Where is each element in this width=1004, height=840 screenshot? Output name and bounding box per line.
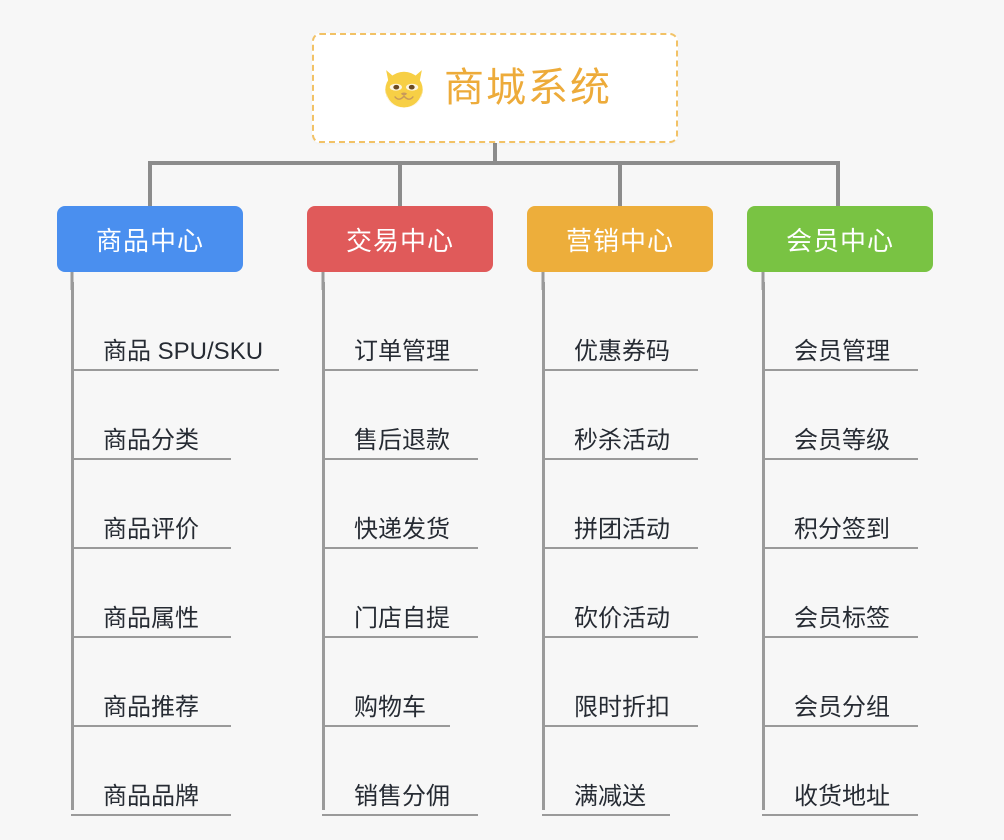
leaf-spine: [71, 282, 74, 810]
leaf-item[interactable]: 优惠券码: [542, 282, 698, 371]
leaf-item[interactable]: 订单管理: [322, 282, 478, 371]
leaf-item-label: 快递发货: [354, 515, 450, 543]
leaf-item[interactable]: 快递发货: [322, 460, 478, 549]
leaf-item[interactable]: 售后退款: [322, 371, 478, 460]
leaf-item[interactable]: 销售分佣: [322, 727, 478, 816]
leaf-item-label: 积分签到: [794, 515, 890, 543]
leaf-item[interactable]: 会员标签: [762, 549, 918, 638]
leaf-item-label: 商品推荐: [103, 693, 199, 721]
leaf-item[interactable]: 商品分类: [71, 371, 231, 460]
leaf-item-label: 秒杀活动: [574, 426, 670, 454]
leaf-item-label: 限时折扣: [574, 693, 670, 721]
category-header-label: 营销中心: [565, 225, 674, 256]
leaf-item-label: 优惠券码: [574, 337, 670, 365]
leaf-item-label: 购物车: [354, 693, 426, 721]
category-header-1[interactable]: 交易中心: [307, 206, 493, 272]
leaf-item-label: 商品属性: [103, 604, 199, 632]
root-node[interactable]: 商城系统: [312, 33, 678, 143]
leaf-item[interactable]: 砍价活动: [542, 549, 698, 638]
leaf-item[interactable]: 商品品牌: [71, 727, 231, 816]
category-header-2[interactable]: 营销中心: [527, 206, 713, 272]
leaf-spine: [762, 282, 765, 810]
leaf-item[interactable]: 商品评价: [71, 460, 231, 549]
leaf-spine: [322, 282, 325, 810]
category-header-0[interactable]: 商品中心: [57, 206, 243, 272]
leaf-item[interactable]: 购物车: [322, 638, 450, 727]
leaf-item-label: 商品分类: [103, 426, 199, 454]
leaf-item-label: 拼团活动: [574, 515, 670, 543]
leaf-item-label: 会员管理: [794, 337, 890, 365]
leaf-item[interactable]: 满减送: [542, 727, 670, 816]
category-header-3[interactable]: 会员中心: [747, 206, 933, 272]
leaf-item[interactable]: 会员等级: [762, 371, 918, 460]
leaf-spine: [542, 282, 545, 810]
leaf-item-label: 商品评价: [103, 515, 199, 543]
leaf-item-label: 满减送: [574, 782, 646, 810]
shiba-dog-face-icon: [385, 70, 423, 110]
leaf-item[interactable]: 商品 SPU/SKU: [71, 282, 279, 371]
leaf-item-label: 砍价活动: [574, 604, 670, 632]
leaf-item-label: 商品 SPU/SKU: [103, 337, 264, 365]
leaf-item-label: 会员标签: [794, 604, 890, 632]
category-header-label: 交易中心: [345, 225, 454, 256]
leaf-item[interactable]: 收货地址: [762, 727, 918, 816]
leaf-item[interactable]: 秒杀活动: [542, 371, 698, 460]
leaf-item-label: 销售分佣: [354, 782, 450, 810]
category-header-label: 会员中心: [785, 225, 894, 256]
leaf-item-label: 门店自提: [354, 604, 450, 632]
leaf-item-label: 会员分组: [794, 693, 890, 721]
leaf-item[interactable]: 会员管理: [762, 282, 918, 371]
leaf-item-label: 会员等级: [794, 426, 890, 454]
leaf-item[interactable]: 商品属性: [71, 549, 231, 638]
leaf-item[interactable]: 限时折扣: [542, 638, 698, 727]
leaf-item-label: 订单管理: [354, 337, 450, 365]
leaf-item[interactable]: 会员分组: [762, 638, 918, 727]
leaf-item[interactable]: 门店自提: [322, 549, 478, 638]
leaf-item[interactable]: 商品推荐: [71, 638, 231, 727]
category-header-label: 商品中心: [95, 225, 204, 256]
leaf-item-label: 商品品牌: [103, 782, 199, 810]
leaf-item[interactable]: 积分签到: [762, 460, 918, 549]
leaf-item[interactable]: 拼团活动: [542, 460, 698, 549]
leaf-item-label: 收货地址: [794, 782, 890, 810]
root-title: 商城系统: [444, 66, 612, 110]
leaf-item-label: 售后退款: [354, 426, 450, 454]
